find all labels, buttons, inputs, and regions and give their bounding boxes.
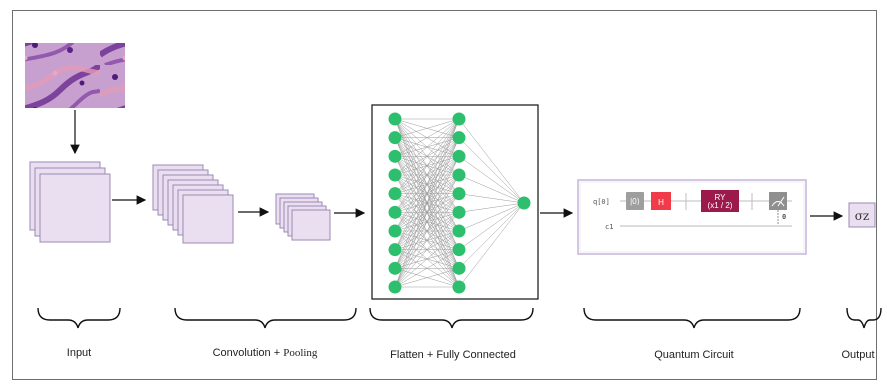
- label-output: Output: [841, 349, 874, 361]
- flatten-brace: [369, 307, 534, 329]
- nn-input-node: [388, 149, 402, 163]
- nn-edge: [394, 249, 460, 288]
- nn-input-node: [388, 131, 402, 145]
- braces: [37, 307, 882, 329]
- nn-input-node: [388, 224, 402, 238]
- nn-nodes: [388, 112, 531, 294]
- input-feature-stack: [29, 161, 111, 243]
- nn-edge: [458, 202, 525, 250]
- diagram-frame: [12, 10, 877, 380]
- nn-hidden-node: [452, 131, 466, 145]
- ry-gate-param: (x1 / 2): [708, 201, 733, 210]
- nn-hidden-node: [452, 187, 466, 201]
- nn-hidden-node: [452, 112, 466, 126]
- output-brace: [846, 307, 882, 329]
- nn-edge: [394, 230, 460, 288]
- label-convolution: Convolution: [213, 347, 271, 359]
- nn-hidden-node: [452, 168, 466, 182]
- nn-edge: [394, 118, 460, 288]
- label-input: Input: [67, 347, 91, 359]
- output-box: [848, 202, 876, 228]
- h-gate-label: H: [658, 198, 664, 207]
- nn-edge: [458, 156, 525, 204]
- nn-edge: [458, 193, 525, 204]
- nn-edge: [458, 202, 525, 269]
- measure-needle-icon: [777, 196, 785, 207]
- ry-gate-label: RY: [715, 193, 727, 202]
- nn-edge: [394, 118, 460, 138]
- nn-edge: [394, 118, 460, 269]
- circuit-brace: [583, 307, 801, 329]
- pooling-stack: [275, 193, 331, 241]
- nn-edge: [394, 118, 460, 250]
- nn-edge: [394, 193, 460, 288]
- nn-output-node: [517, 196, 531, 210]
- nn-edge: [394, 156, 460, 288]
- nn-hidden-node: [452, 205, 466, 219]
- label-quantum: Quantum Circuit: [654, 349, 733, 361]
- histology-image: [25, 43, 125, 108]
- nn-edge: [394, 118, 460, 157]
- nn-hidden-node: [452, 243, 466, 257]
- nn-edge: [394, 212, 460, 288]
- classical-label: c1: [605, 223, 613, 231]
- init-gate: [626, 192, 644, 210]
- init-gate-label: |0⟩: [630, 197, 640, 206]
- measure-icon: [771, 201, 785, 207]
- output-symbol: σz: [855, 209, 870, 223]
- nn-edge: [394, 268, 460, 288]
- label-plus: +: [271, 347, 284, 359]
- nn-hidden-node: [452, 261, 466, 275]
- conv-pool-brace: [174, 307, 357, 329]
- qubit-label: q[0]: [593, 198, 610, 206]
- nn-hidden-node: [452, 224, 466, 238]
- nn-edge: [458, 202, 525, 213]
- convolution-stack: [152, 164, 234, 244]
- nn-edge: [394, 118, 460, 213]
- nn-edge: [394, 118, 460, 176]
- nn-hidden-node: [452, 280, 466, 294]
- h-gate: [651, 192, 671, 210]
- nn-input-node: [388, 280, 402, 294]
- measure-bit-label: 0: [782, 213, 786, 221]
- nn-input-node: [388, 243, 402, 257]
- nn-edge: [394, 118, 460, 194]
- nn-edge: [458, 202, 525, 232]
- nn-edge: [394, 137, 460, 288]
- nn-input-node: [388, 205, 402, 219]
- ry-gate: [701, 190, 739, 212]
- nn-edge: [458, 137, 525, 204]
- nn-edge: [394, 174, 460, 288]
- nn-edges: [394, 118, 525, 288]
- nn-input-node: [388, 112, 402, 126]
- label-conv-pool: Convolution + Pooling: [213, 347, 318, 359]
- label-pooling: Pooling: [283, 347, 318, 359]
- nn-input-node: [388, 187, 402, 201]
- input-brace: [37, 307, 121, 329]
- nn-edge: [458, 202, 525, 288]
- quantum-circuit: q[0] c1 |0⟩ H RY (x1 / 2) 0: [577, 179, 807, 255]
- nn-input-node: [388, 261, 402, 275]
- label-flatten: Flatten + Fully Connected: [390, 349, 516, 361]
- nn-edge: [394, 118, 460, 232]
- nn-edge: [458, 174, 525, 204]
- nn-edge: [458, 118, 525, 204]
- nn-input-node: [388, 168, 402, 182]
- nn-hidden-node: [452, 149, 466, 163]
